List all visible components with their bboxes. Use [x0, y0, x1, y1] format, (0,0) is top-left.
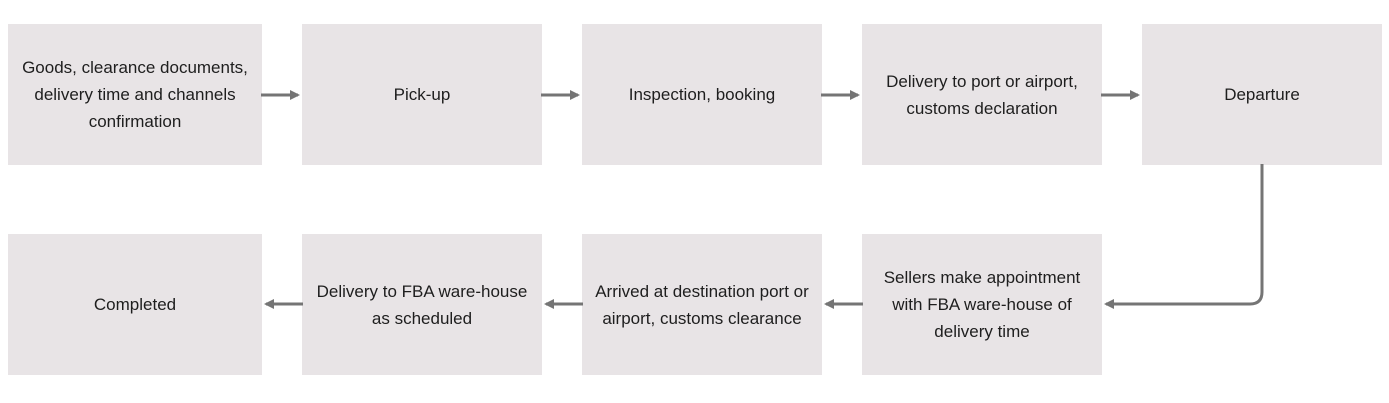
step-label: Sellers make appointment with FBA ware-h… — [883, 268, 1081, 341]
step-label: Arrived at destination port or airport, … — [595, 281, 809, 328]
step-completed: Completed — [8, 234, 262, 375]
step-label: Inspection, booking — [628, 85, 776, 104]
step-label: Completed — [93, 295, 177, 314]
step-label: Departure — [1224, 85, 1300, 104]
step-goods-confirmation: Goods, clearance documents, delivery tim… — [8, 24, 262, 165]
arrow-5-to-6 — [1104, 164, 1264, 309]
step-label: Goods, clearance documents, delivery tim… — [22, 58, 248, 131]
step-arrived-destination: Arrived at destination port or airport, … — [582, 234, 822, 375]
step-label: Pick-up — [393, 85, 451, 104]
step-fba-appointment: Sellers make appointment with FBA ware-h… — [862, 234, 1102, 375]
step-delivery-to-port: Delivery to port or airport, customs dec… — [862, 24, 1102, 165]
step-pick-up: Pick-up — [302, 24, 542, 165]
step-inspection-booking: Inspection, booking — [582, 24, 822, 165]
step-label: Delivery to port or airport, customs dec… — [886, 71, 1078, 118]
step-departure: Departure — [1142, 24, 1382, 165]
step-label: Delivery to FBA ware-house as scheduled — [316, 281, 528, 328]
step-delivery-to-fba: Delivery to FBA ware-house as scheduled — [302, 234, 542, 375]
